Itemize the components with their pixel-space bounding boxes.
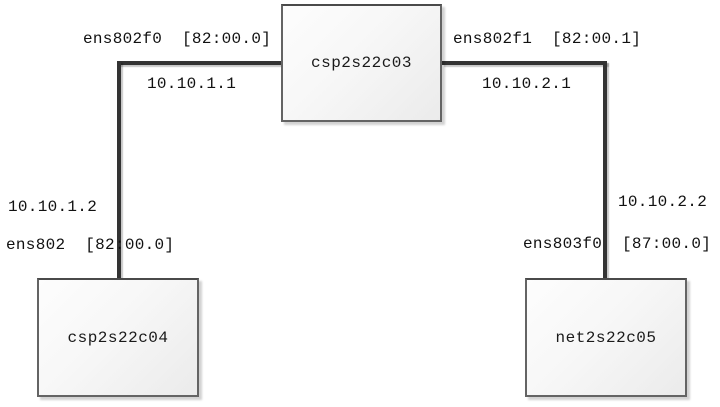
link-right-vertical-segment <box>603 61 607 279</box>
interface-label-top-right: ens802f1 [82:00.1] <box>453 30 642 48</box>
link-left-horizontal-segment <box>117 61 281 65</box>
node-label: csp2s22c03 <box>310 54 412 72</box>
interface-label-bottom-right: ens803f0 [87:00.0] <box>523 235 712 253</box>
node-label: csp2s22c04 <box>67 328 169 347</box>
ip-label-top-left: 10.10.1.1 <box>147 75 237 93</box>
node-top-center: csp2s22c03 <box>281 4 442 122</box>
ip-label-top-right: 10.10.2.1 <box>482 75 572 93</box>
interface-label-bottom-left: ens802 [82:00.0] <box>6 236 175 254</box>
node-bottom-left: csp2s22c04 <box>37 278 199 397</box>
node-label: net2s22c05 <box>555 328 657 347</box>
link-right-horizontal-segment <box>442 61 607 65</box>
node-bottom-right: net2s22c05 <box>525 278 687 397</box>
ip-label-bottom-left: 10.10.1.2 <box>8 198 98 216</box>
interface-label-top-left: ens802f0 [82:00.0] <box>83 30 272 48</box>
ip-label-bottom-right: 10.10.2.2 <box>618 193 708 211</box>
link-left-vertical-segment <box>117 61 121 279</box>
